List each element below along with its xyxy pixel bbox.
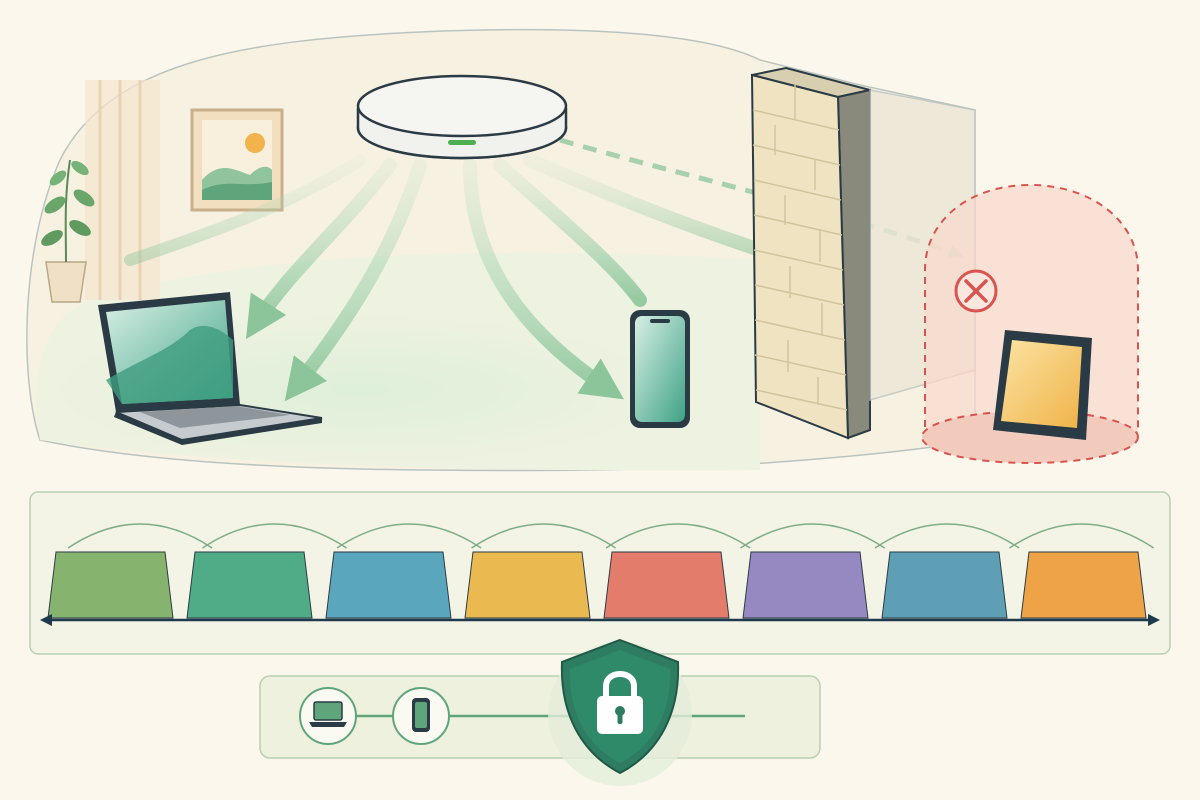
channel-block-2 xyxy=(186,551,313,619)
status-light xyxy=(448,140,476,145)
access-point xyxy=(356,74,568,160)
laptop-device xyxy=(98,292,323,445)
phone-icon xyxy=(392,687,450,745)
overlap-arc-6 xyxy=(740,523,886,549)
signal-beams xyxy=(124,137,964,402)
overlap-arc-5 xyxy=(605,523,751,549)
potted-plant xyxy=(41,159,95,303)
channel-block-6 xyxy=(742,551,869,619)
phone-device xyxy=(630,310,690,428)
overlap-arc-2 xyxy=(202,523,348,549)
overlap-arc-4 xyxy=(471,523,617,549)
overlap-arc-3 xyxy=(336,523,482,549)
laptop-icon xyxy=(299,687,357,745)
channel-block-3 xyxy=(325,551,452,619)
wall-picture xyxy=(190,108,284,212)
tablet-device xyxy=(993,330,1092,440)
channel-block-7 xyxy=(881,551,1008,619)
overlap-arc-8 xyxy=(1009,523,1155,549)
overlap-arc-1 xyxy=(67,523,213,549)
security-bar xyxy=(259,638,821,786)
channel-band xyxy=(29,491,1171,655)
channel-block-1 xyxy=(47,551,174,619)
overlap-arcs xyxy=(67,523,1155,549)
window xyxy=(85,80,160,300)
brick-wall xyxy=(750,66,871,440)
blocked-signal-path xyxy=(559,137,964,259)
x-circle-icon xyxy=(954,269,998,313)
lock-shield-icon xyxy=(548,638,692,786)
overlap-arc-7 xyxy=(874,523,1020,549)
frequency-axis xyxy=(40,614,1160,626)
channel-block-5 xyxy=(603,551,730,619)
channel-blocks xyxy=(47,551,1147,619)
channel-block-8 xyxy=(1020,551,1147,619)
room-scene xyxy=(26,28,1139,472)
channel-block-4 xyxy=(464,551,591,619)
